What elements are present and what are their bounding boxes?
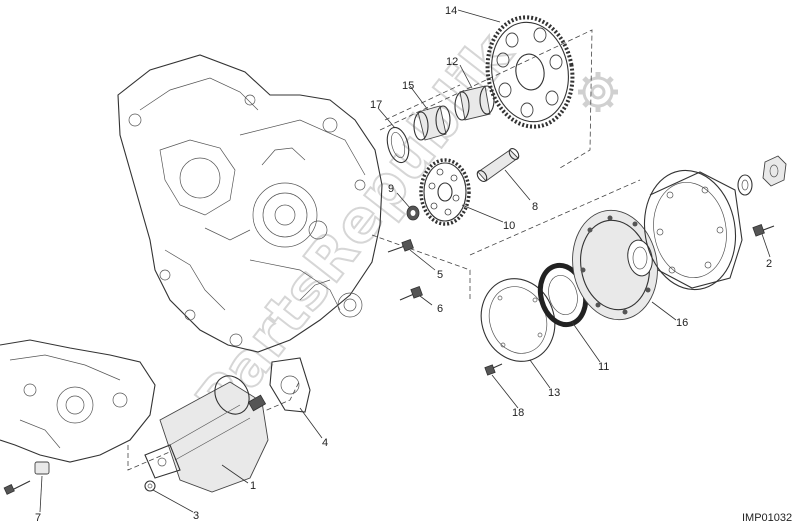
part-clutch-16 [572, 209, 658, 321]
callout-7: 7 [35, 512, 41, 524]
callout-3: 3 [193, 510, 199, 522]
part-screw-5 [387, 239, 414, 253]
part-rotor [643, 169, 743, 291]
crankcase-main [117, 54, 383, 353]
callout-4: 4 [322, 437, 328, 449]
part-gear-14 [485, 15, 575, 129]
part-bushing-15 [413, 105, 451, 141]
part-starter-gasket [269, 357, 311, 413]
part-starter-motor [144, 375, 269, 493]
part-ring-17 [386, 126, 410, 164]
part-washer-3 [144, 480, 156, 492]
callout-11: 11 [598, 361, 609, 373]
watermark: PartsRepublik [181, 20, 618, 435]
callout-14: 14 [445, 5, 457, 17]
part-screw-18 [484, 363, 503, 376]
callout-1: 1 [250, 480, 256, 492]
watermark-gear-icon [578, 72, 618, 112]
callout-12: 12 [446, 56, 458, 68]
callout-8: 8 [532, 201, 538, 213]
callout-10: 10 [503, 220, 515, 232]
crankcase-lower [0, 339, 156, 463]
callout-labels: 1 2 3 4 5 6 7 8 9 10 11 12 13 14 15 16 1… [35, 5, 772, 524]
part-screw-7 [3, 461, 50, 495]
callout-6: 6 [437, 303, 443, 315]
part-shaft-8 [476, 148, 520, 182]
callout-16: 16 [676, 317, 688, 329]
callout-18: 18 [512, 407, 524, 419]
callout-17: 17 [370, 99, 382, 111]
part-nut [762, 155, 787, 187]
part-screw-6 [399, 286, 423, 301]
part-screw-2 [752, 224, 775, 237]
callout-13: 13 [548, 387, 560, 399]
diagram-code: IMP01032 [742, 512, 792, 524]
callout-2: 2 [766, 258, 772, 270]
callout-15: 15 [402, 80, 414, 92]
callout-9: 9 [388, 183, 394, 195]
part-gear-10 [419, 158, 471, 226]
part-washer-top [737, 174, 753, 196]
svg-text:PartsRepublik: PartsRepublik [182, 21, 526, 434]
leader-lines [39, 9, 771, 513]
part-washer-9 [406, 205, 420, 221]
callout-5: 5 [437, 269, 443, 281]
part-bushing-12 [454, 85, 495, 121]
